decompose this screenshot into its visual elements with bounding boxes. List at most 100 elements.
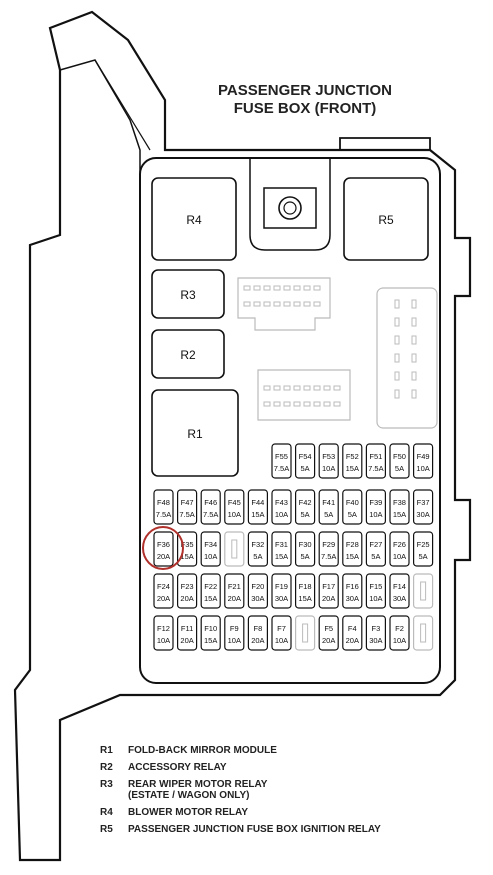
fuse-amperage: 10A (228, 636, 241, 645)
legend-text: PASSENGER JUNCTION FUSE BOX IGNITION REL… (128, 824, 381, 835)
fuse-id: F19 (275, 582, 288, 591)
fuse-id: F7 (277, 624, 286, 633)
fuse-id: F28 (346, 540, 359, 549)
fuse-amperage: 7.5A (156, 510, 171, 519)
fuse-id: F10 (204, 624, 217, 633)
fuse-id: F45 (228, 498, 241, 507)
fuse-amperage: 15A (275, 552, 288, 561)
fuse-id: F32 (251, 540, 264, 549)
relay-label: R3 (180, 288, 196, 302)
fuse-amperage: 15A (204, 636, 217, 645)
connector-pins (243, 285, 417, 407)
fuse-id: F34 (204, 540, 217, 549)
fuse-amperage: 5A (301, 464, 310, 473)
fuse-id: F37 (417, 498, 430, 507)
relay-label: R5 (378, 213, 394, 227)
fuse-amperage: 30A (416, 510, 429, 519)
legend-key: R3 (100, 779, 113, 790)
fuse-id: F48 (157, 498, 170, 507)
fuse-amperage: 10A (157, 636, 170, 645)
fuse-id: F5 (324, 624, 333, 633)
fuse-id: F44 (251, 498, 264, 507)
fuse-id: F16 (346, 582, 359, 591)
fuse-amperage: 7.5A (321, 552, 336, 561)
fuse-amperage: 7.5A (203, 510, 218, 519)
screw-icon (278, 196, 302, 220)
fuse-id: F38 (393, 498, 406, 507)
fuse-amperage: 30A (251, 594, 264, 603)
fuse-id: F35 (181, 540, 194, 549)
fuse-amperage: 7.5A (368, 464, 383, 473)
fuse-id: F14 (393, 582, 406, 591)
fuse-id: F41 (322, 498, 335, 507)
fuse-amperage: 15A (346, 552, 359, 561)
fuse-id: F40 (346, 498, 359, 507)
relay-label: R1 (187, 427, 203, 441)
relay-r4: R4 (151, 177, 237, 261)
relay-label: R2 (180, 348, 196, 362)
fuse-amperage: 15A (393, 510, 406, 519)
fuse-id: F47 (181, 498, 194, 507)
fuse-amperage: 20A (180, 594, 193, 603)
fuse-id: F53 (322, 452, 335, 461)
fuse-f51: F51 7.5A (365, 443, 386, 479)
faded-connector-right (376, 287, 438, 429)
fuse-id: F20 (251, 582, 264, 591)
top-tab (339, 137, 431, 150)
legend-text: FOLD-BACK MIRROR MODULE (128, 745, 277, 756)
faded-connector-top (237, 277, 331, 331)
fuse-amperage: 20A (322, 636, 335, 645)
fuse-amperage: 5A (348, 510, 357, 519)
fuse-id: F43 (275, 498, 288, 507)
faded-connector-mid (257, 369, 351, 421)
fuse-id: F52 (346, 452, 359, 461)
fuse-id: F17 (322, 582, 335, 591)
relay-r1: R1 (151, 389, 239, 477)
bracket-diagonal (94, 59, 151, 151)
fuse-id: F2 (395, 624, 404, 633)
empty-fuse-slot (413, 615, 434, 651)
fuse-id: F23 (181, 582, 194, 591)
screw-mount (263, 187, 317, 229)
fuse-id: F55 (275, 452, 288, 461)
relay-r2: R2 (151, 329, 225, 379)
fuse-id: F51 (369, 452, 382, 461)
fuse-id: F18 (299, 582, 312, 591)
fuse-amperage: 10A (369, 510, 382, 519)
fuse-amperage: 20A (157, 552, 170, 561)
bracket-inner (59, 59, 141, 300)
housing-outline (13, 10, 472, 862)
fuse-id: F15 (369, 582, 382, 591)
fuse-amperage: 20A (180, 636, 193, 645)
